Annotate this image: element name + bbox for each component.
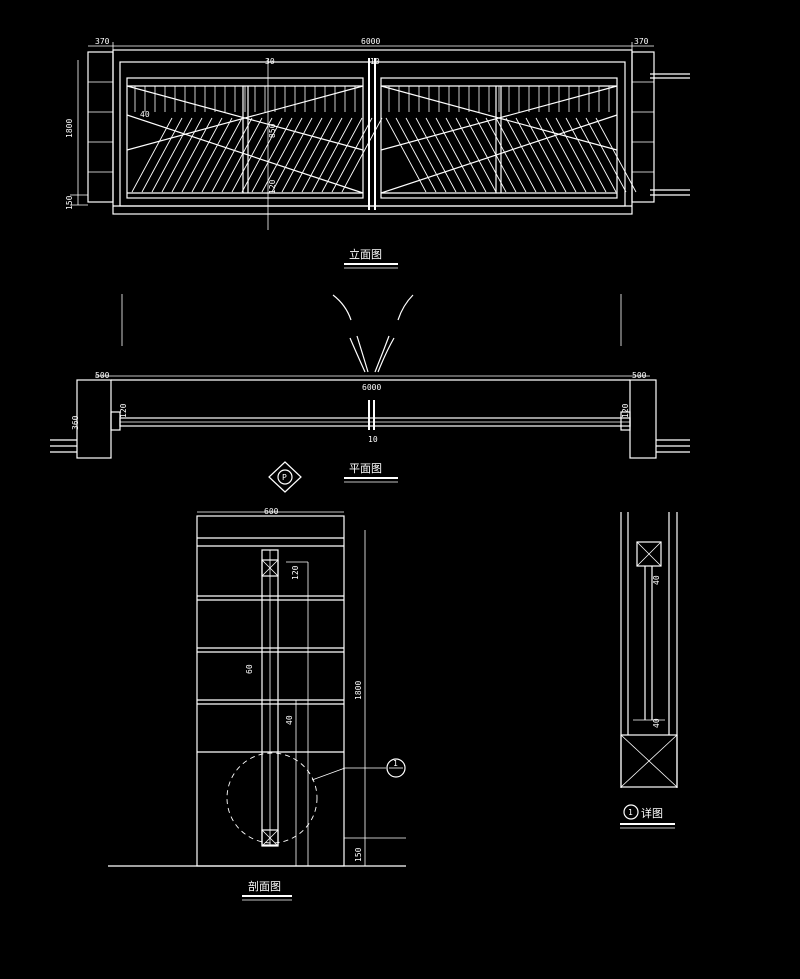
- gate-hatch-line: [251, 117, 293, 193]
- gate-hatch-line: [505, 117, 547, 193]
- gate-hatch-line: [485, 117, 527, 193]
- detail-callout-circle: [226, 752, 318, 844]
- gate-hatch-line: [171, 117, 213, 193]
- gate-hatch-line: [555, 117, 597, 193]
- gate-hatch-line: [595, 117, 637, 193]
- section-rail-dim: 40: [285, 715, 294, 725]
- right-pier: [631, 51, 655, 203]
- left-gate-leaf: [126, 77, 364, 199]
- elevation-title: 立面图: [349, 247, 382, 261]
- gate-hatch-line: [321, 117, 363, 193]
- elevation-total-width: 6000: [361, 37, 380, 46]
- section-base-dim: 150: [354, 847, 363, 862]
- detail-title: 详图: [641, 806, 663, 820]
- gate-hatch-line: [271, 117, 313, 193]
- gate-hatch-line: [231, 117, 273, 193]
- gate-hatch-line: [341, 117, 383, 193]
- gate-hatch-line: [385, 117, 427, 193]
- plan-pier-left: 500: [95, 371, 110, 380]
- elevation-pier-right-dim: 370: [634, 37, 649, 46]
- plan-symbol-label: P: [282, 473, 287, 482]
- gate-hatch-line: [435, 117, 477, 193]
- detail-top-tube: [636, 541, 662, 567]
- gate-hatch-line: [181, 117, 223, 193]
- gate-hatch-line: [525, 117, 567, 193]
- gate-hatch-line: [261, 117, 303, 193]
- plan-total-width: 6000: [362, 383, 381, 392]
- section-height-dim: 1800: [354, 681, 363, 700]
- gate-hatch-line: [455, 117, 497, 193]
- gate-hatch-line: [131, 117, 173, 193]
- gate-hatch-line: [415, 117, 457, 193]
- elevation-gap-dim: 10: [370, 57, 380, 66]
- section-post-dim: 120: [291, 565, 300, 580]
- gate-hatch-line: [281, 117, 323, 193]
- detail-bottom-dim: 40: [652, 718, 661, 728]
- gate-hatch-line: [141, 117, 183, 193]
- section-callout-label: 1: [393, 759, 398, 768]
- detail-bottom-tube: [620, 734, 678, 788]
- elevation-topbar-dim: 30: [265, 57, 275, 66]
- plan-depth: 360: [71, 415, 80, 430]
- detail-view: 40 40 1 详图: [620, 512, 678, 829]
- gate-hatch-line: [151, 117, 193, 193]
- gate-hatch-line: [565, 117, 607, 193]
- gate-hatch-line: [405, 117, 447, 193]
- elevation-height-dim: 1800: [65, 119, 74, 138]
- plan-view: 6000 500 500 360 10 120 120 P 平面图: [50, 294, 690, 493]
- gate-hatch-line: [425, 117, 467, 193]
- detail-callout-marker-icon: [386, 758, 406, 778]
- gate-hatch-line: [241, 117, 283, 193]
- gate-hatch-line: [161, 117, 203, 193]
- elevation-base-dim: 150: [65, 195, 74, 210]
- section-bar-dim: 60: [245, 664, 254, 674]
- gate-hatch-line: [395, 117, 437, 193]
- elevation-side-dim: 40: [140, 110, 150, 119]
- detail-title-marker-icon: [623, 804, 639, 820]
- section-view: 1 600 1800 150 120 60 40 剖面图: [108, 507, 406, 901]
- plan-left-pier: [76, 379, 112, 459]
- gate-hatch-line: [515, 117, 557, 193]
- detail-callout-number: 1: [628, 808, 633, 817]
- gate-hatch-line: [291, 117, 333, 193]
- gate-hatch-line: [545, 117, 587, 193]
- elevation-pier-left-dim: 370: [95, 37, 110, 46]
- gate-hatch-line: [211, 117, 253, 193]
- elevation-view: 6000 370 370 1800 150 10 30 850 120 40 立…: [65, 37, 690, 269]
- gate-hatch-line: [201, 117, 243, 193]
- plan-title: 平面图: [349, 462, 382, 475]
- plan-pier-right: 500: [632, 371, 647, 380]
- gate-hatch-line: [331, 117, 373, 193]
- section-marker-icon: [268, 461, 302, 493]
- gate-hatch-line: [585, 117, 627, 193]
- plan-post-left: 120: [119, 403, 128, 418]
- gate-hatch-line: [311, 117, 353, 193]
- right-gate-leaf: [380, 77, 618, 199]
- section-title: 剖面图: [248, 879, 281, 893]
- gate-hatch-line: [191, 117, 233, 193]
- gate-hatch-line: [221, 117, 263, 193]
- plan-gap: 10: [368, 435, 378, 444]
- gate-hatch-line: [301, 117, 343, 193]
- elevation-leaf-dim: 850: [268, 123, 277, 138]
- gate-hatch-line: [465, 117, 507, 193]
- gate-hatch-line: [495, 117, 537, 193]
- section-width-dim: 600: [264, 507, 279, 516]
- plan-right-pier: [629, 379, 657, 459]
- elevation-post-dim: 120: [268, 179, 277, 194]
- detail-top-dim: 40: [652, 575, 661, 585]
- plan-post-right: 120: [621, 403, 630, 418]
- left-pier: [87, 51, 114, 203]
- gate-hatch-line: [575, 117, 617, 193]
- gate-hatch-line: [445, 117, 487, 193]
